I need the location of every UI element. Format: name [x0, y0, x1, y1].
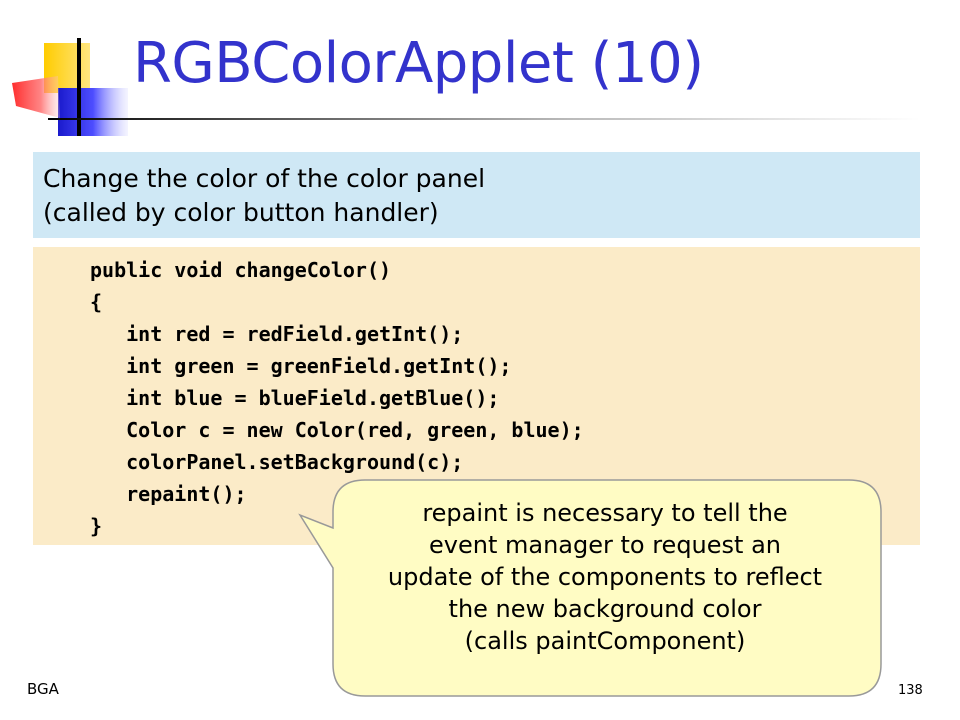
code-line: }	[90, 514, 103, 538]
code-line: colorPanel.setBackground(c);	[90, 450, 464, 474]
callout-line: the new background color	[448, 595, 762, 623]
code-line: int green = greenField.getInt();	[90, 354, 512, 378]
callout-line: repaint is necessary to tell the	[422, 499, 788, 527]
code-line: Color c = new Color(red, green, blue);	[90, 418, 584, 442]
slide-title: RGBColorApplet (10)	[133, 31, 704, 96]
callout-line: event manager to request an	[429, 531, 781, 559]
callout-line: (calls paintComponent)	[464, 627, 746, 655]
callout-text: repaint is necessary to tell the event m…	[330, 497, 880, 657]
code-line: int red = redField.getInt();	[90, 322, 464, 346]
description-line: (called by color button handler)	[43, 198, 439, 227]
code-line: public void changeColor()	[90, 258, 392, 282]
callout-bubble	[298, 479, 882, 697]
code-line: int blue = blueField.getBlue();	[90, 386, 500, 410]
code-line: repaint();	[90, 482, 247, 506]
callout-line: update of the components to reflect	[387, 563, 823, 591]
title-underline	[48, 118, 920, 120]
slide-logo	[12, 38, 128, 136]
description-line: Change the color of the color panel	[43, 164, 486, 193]
page-number: 138	[898, 683, 923, 698]
footer-author: BGA	[27, 680, 59, 698]
description-box: Change the color of the color panel (cal…	[33, 152, 920, 238]
code-line: {	[90, 290, 103, 314]
